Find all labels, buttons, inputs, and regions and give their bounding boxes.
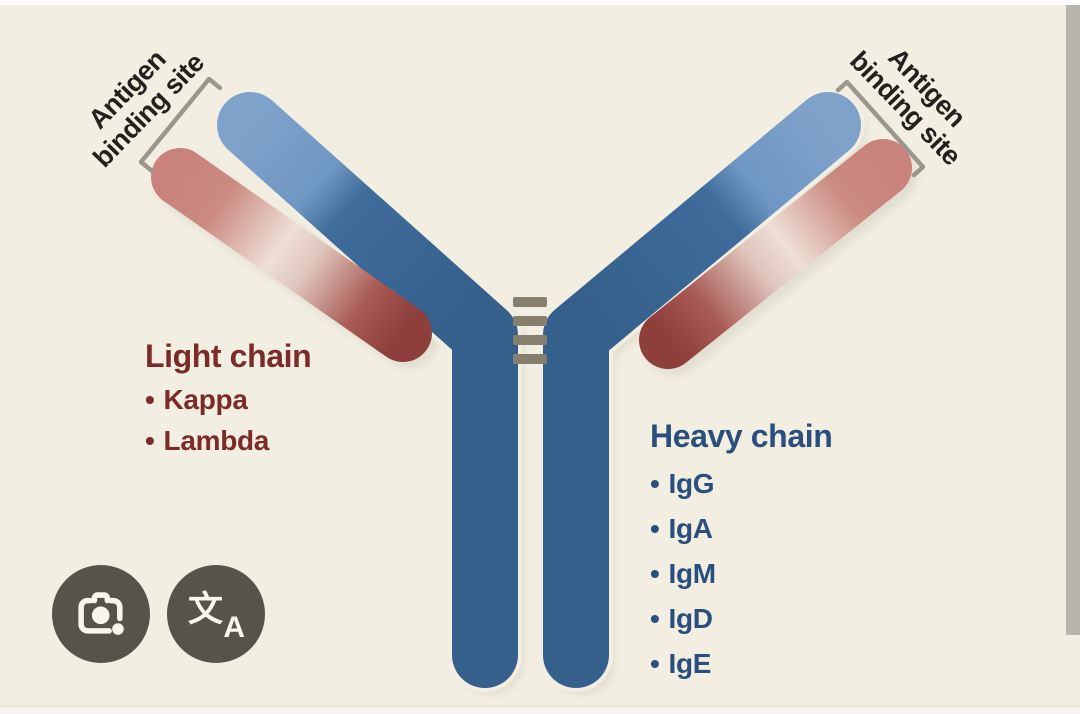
heavy-chain-right bbox=[543, 92, 861, 688]
heavy-chain-left bbox=[217, 92, 518, 688]
heavy-chain-list: • IgG • IgA • IgM • IgD • IgE bbox=[650, 468, 832, 680]
hinge-bar bbox=[513, 316, 547, 326]
heavy-chain-item-label: IgD bbox=[668, 603, 714, 634]
translate-button[interactable]: 文 A bbox=[167, 565, 265, 663]
camera-lens-icon bbox=[78, 592, 124, 635]
translate-icon: 文 A bbox=[187, 585, 245, 644]
bullet-glyph: • bbox=[650, 468, 660, 499]
list-item: • Lambda bbox=[145, 425, 311, 457]
bullet-glyph: • bbox=[650, 603, 660, 634]
light-chain-right bbox=[639, 139, 912, 369]
hinge-bar bbox=[513, 297, 547, 307]
hinge-disulfide-bonds bbox=[513, 297, 547, 364]
heavy-chain-title: Heavy chain bbox=[650, 418, 833, 454]
heavy-chain-item-label: IgA bbox=[668, 513, 714, 544]
list-item: • IgE bbox=[650, 648, 832, 680]
list-item: • IgD bbox=[650, 603, 832, 635]
top-edge-strip bbox=[0, 0, 1080, 5]
bullet-glyph: • bbox=[145, 425, 155, 456]
list-item: • Kappa bbox=[145, 384, 311, 416]
list-item: • IgM bbox=[650, 558, 832, 590]
bottom-edge-strip bbox=[0, 706, 1080, 714]
heavy-chain-item-label: IgE bbox=[668, 648, 712, 679]
hinge-bar bbox=[513, 335, 547, 345]
translate-latin-glyph: A bbox=[223, 611, 245, 644]
antigen-bracket-left bbox=[138, 76, 223, 174]
right-edge-strip bbox=[1066, 5, 1080, 635]
light-chain-title: Light chain bbox=[145, 338, 312, 374]
bullet-glyph: • bbox=[145, 384, 155, 415]
bullet-glyph: • bbox=[650, 513, 660, 544]
list-item: • IgA bbox=[650, 513, 832, 545]
light-chain-list: • Kappa • Lambda bbox=[145, 384, 311, 457]
heavy-chain-label-block: Heavy chain • IgG • IgA • IgM • IgD • Ig… bbox=[650, 418, 833, 680]
light-chain-item-label: Lambda bbox=[163, 425, 270, 456]
heavy-chain-item-label: IgM bbox=[668, 558, 717, 589]
light-chain-item-label: Kappa bbox=[163, 384, 248, 415]
hinge-bar bbox=[513, 354, 547, 364]
heavy-chain-item-label: IgG bbox=[668, 468, 715, 499]
translate-cjk-glyph: 文 bbox=[188, 590, 224, 629]
light-chain-left bbox=[151, 148, 432, 362]
list-item: • IgG bbox=[650, 468, 832, 500]
lens-camera-button[interactable] bbox=[52, 565, 150, 663]
light-chain-label-block: Light chain • Kappa • Lambda bbox=[145, 338, 312, 457]
bullet-glyph: • bbox=[650, 558, 660, 589]
antigen-bracket-right bbox=[835, 79, 926, 178]
bullet-glyph: • bbox=[650, 648, 660, 679]
